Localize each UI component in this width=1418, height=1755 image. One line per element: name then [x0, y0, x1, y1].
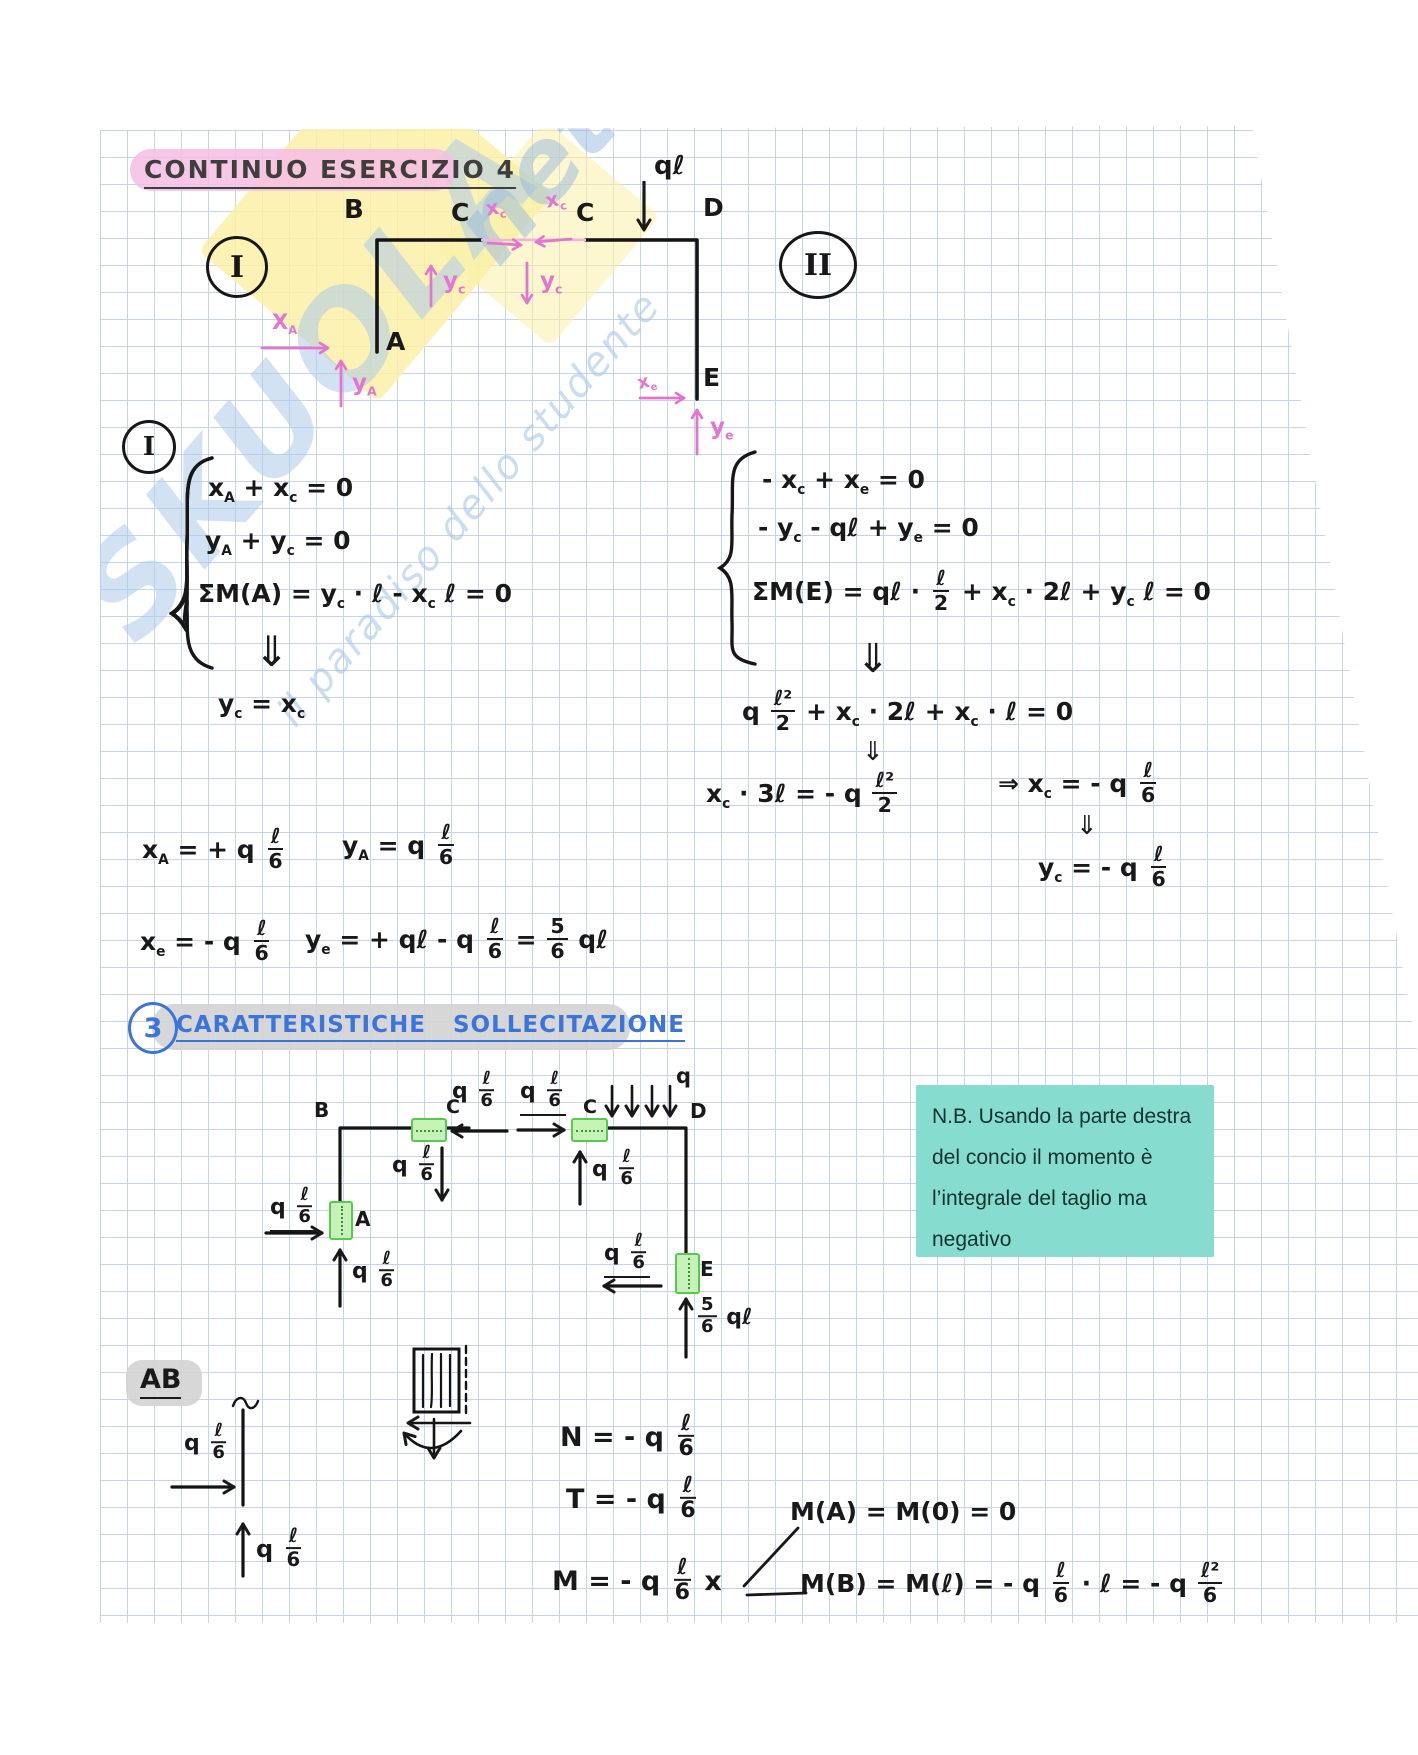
- fb2-node-e: E: [700, 1257, 714, 1281]
- section3-title: CARATTERISTICHE SOLLECITAZIONE: [176, 1012, 685, 1043]
- watermark-ribbon-2: [435, 126, 660, 347]
- node-b: B: [344, 195, 364, 225]
- watermark-ribbon: [198, 126, 553, 402]
- system2-implies-arrow-2: ⇓: [862, 737, 884, 767]
- fb1-node-c: C: [446, 1096, 460, 1118]
- fb1-node-a: A: [355, 1207, 371, 1231]
- hinge-box-a: [329, 1201, 353, 1240]
- force-ya: yA: [352, 370, 377, 399]
- node-d: D: [703, 193, 724, 222]
- hinge-box-c2: [571, 1118, 608, 1142]
- force-yc-down: yc: [540, 268, 563, 297]
- hinge-box-c1: [411, 1118, 447, 1142]
- system1-badge: I: [122, 420, 176, 474]
- node-c1: C: [451, 198, 470, 227]
- section3-number: 3: [128, 1002, 178, 1054]
- fb2-node-d: D: [690, 1099, 707, 1123]
- system1-eq2: yA + yc = 0: [205, 526, 351, 559]
- force-xa: XA: [272, 310, 298, 338]
- hinge-box-e: [675, 1253, 700, 1294]
- system1-eq3: ΣM(A) = yc · ℓ - xc ℓ = 0: [198, 579, 512, 612]
- fb1-node-b: B: [314, 1098, 330, 1122]
- system2-implies-arrow-3: ⇓: [1076, 811, 1098, 841]
- body1-badge: I: [206, 236, 268, 298]
- system2-eq1: - xc + xe = 0: [762, 465, 925, 498]
- system1-eq1: xA + xc = 0: [208, 473, 354, 506]
- fb2-load-q: q: [676, 1064, 692, 1088]
- ab-eq-ma: M(A) = M(0) = 0: [790, 1497, 1017, 1526]
- node-e: E: [703, 363, 721, 392]
- fb2-node-c: C: [583, 1096, 597, 1118]
- system1-result: yc = xc: [218, 689, 306, 722]
- ab-label: AB: [140, 1364, 182, 1400]
- system2-eq2: - yc - qℓ + ye = 0: [758, 513, 979, 546]
- page-title: CONTINUO ESERCIZIO 4: [144, 155, 516, 189]
- load-label: qℓ: [654, 151, 685, 181]
- system2-implies-arrow: ⇓: [856, 636, 890, 682]
- node-c2: C: [576, 198, 595, 227]
- node-a: A: [386, 327, 406, 356]
- force-ye: ye: [710, 414, 734, 443]
- force-yc-up: yc: [443, 268, 466, 297]
- body2-badge: II: [779, 231, 857, 299]
- title-highlight: [130, 149, 456, 191]
- system1-implies-arrow: ⇓: [254, 627, 290, 676]
- note-box: N.B. Usando la parte destra del concio i…: [916, 1085, 1214, 1257]
- watermark-tagline: il paradiso dello studente: [268, 282, 670, 736]
